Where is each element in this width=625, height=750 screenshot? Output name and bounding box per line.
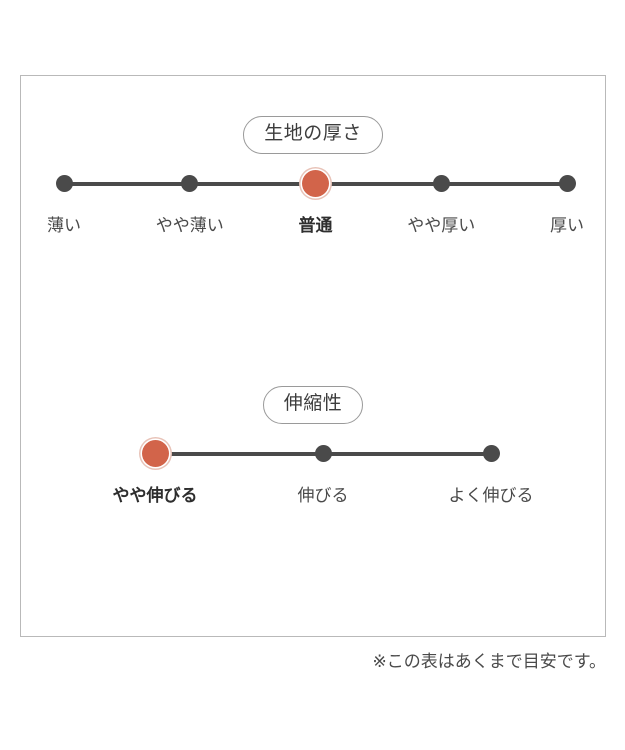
thickness-label-0: 薄い	[47, 216, 81, 235]
stretch-dot-1[interactable]	[314, 445, 332, 462]
stretch-label-1: 伸びる	[297, 486, 349, 505]
scale-stretch-track[interactable]	[21, 424, 607, 484]
scale-stretch-heading: 伸縮性	[262, 386, 364, 424]
scale-thickness-labels: 薄い やや薄い 普通 やや厚い 厚い	[21, 214, 607, 248]
stretch-dot-2[interactable]	[482, 445, 500, 462]
scale-thickness-track[interactable]	[21, 154, 607, 214]
scale-thickness-heading-wrap: 生地の厚さ	[21, 116, 605, 154]
footer-note: ※この表はあくまで目安です。	[372, 652, 606, 671]
thickness-label-2: 普通	[298, 216, 333, 235]
scale-stretch: 伸縮性 やや伸びる 伸びる よく伸びる	[21, 386, 605, 518]
thickness-dot-1[interactable]	[181, 175, 199, 192]
thickness-dot-3[interactable]	[432, 175, 450, 192]
scale-stretch-heading-wrap: 伸縮性	[21, 386, 605, 424]
thickness-label-3: やや厚い	[407, 216, 476, 235]
thickness-dot-4[interactable]	[558, 175, 576, 192]
thickness-label-1: やや薄い	[155, 216, 224, 235]
thickness-dot-active[interactable]	[302, 170, 329, 197]
stretch-label-0: やや伸びる	[112, 486, 198, 505]
scale-thickness-heading: 生地の厚さ	[243, 116, 383, 154]
thickness-dot-0[interactable]	[55, 175, 73, 192]
spec-table-frame: 生地の厚さ 薄い やや薄い 普通 やや厚い 厚い 伸縮性 やや伸びる 伸びる よく伸びる	[20, 75, 606, 637]
scale-thickness: 生地の厚さ 薄い やや薄い 普通 やや厚い 厚い	[21, 116, 605, 248]
stretch-label-2: よく伸びる	[448, 486, 534, 505]
thickness-label-4: 厚い	[550, 216, 584, 235]
scale-stretch-labels: やや伸びる 伸びる よく伸びる	[21, 484, 607, 518]
stretch-dot-active[interactable]	[141, 440, 169, 467]
